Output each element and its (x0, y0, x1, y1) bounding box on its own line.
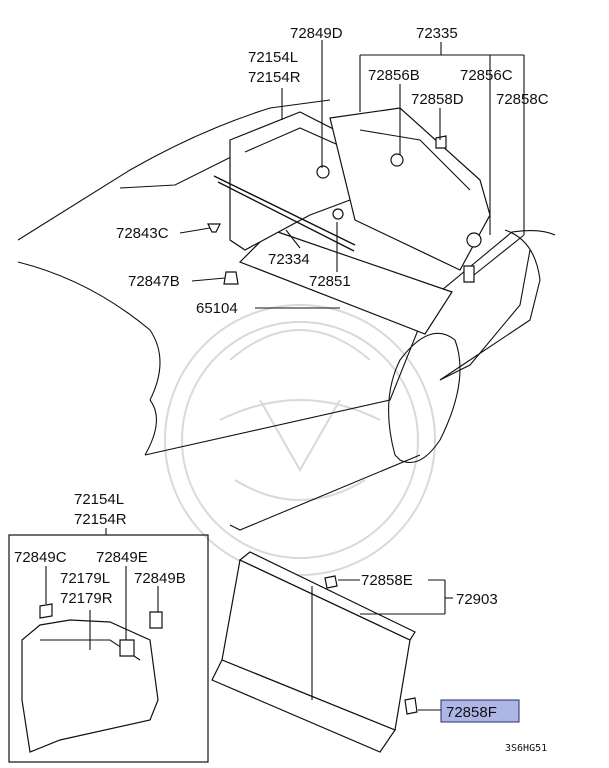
diagram-code: 3S6HG51 (505, 743, 547, 754)
label-72849D: 72849D (290, 25, 343, 42)
weatherstrip (213, 175, 356, 252)
fasteners (207, 135, 482, 285)
label-72154L-top: 72154L (248, 49, 298, 66)
highlight-72858F (440, 699, 520, 723)
label-72847B: 72847B (128, 273, 180, 290)
label-65104: 65104 (196, 300, 238, 317)
label-72154R-bottom: 72154R (74, 511, 127, 528)
inset-trim-panel (21, 566, 163, 753)
label-72334: 72334 (268, 251, 310, 268)
part-labels: 72849D 72335 72154L 72154R 72856B 72856C… (14, 25, 549, 754)
inset-box (8, 528, 209, 763)
right-trim-panel (329, 107, 491, 271)
label-72856B: 72856B (368, 67, 420, 84)
watermark-emblem (164, 304, 436, 576)
car-body-outline (17, 99, 556, 531)
label-72154R-top: 72154R (248, 69, 301, 86)
label-72179R: 72179R (60, 590, 113, 607)
label-72849E: 72849E (96, 549, 148, 566)
label-72858E: 72858E (361, 572, 413, 589)
cargo-cover (211, 551, 418, 753)
left-trim-panel (229, 111, 356, 251)
label-72335: 72335 (416, 25, 458, 42)
label-72154L-bottom: 72154L (74, 491, 124, 508)
label-72903: 72903 (456, 591, 498, 608)
leader-lines-top (179, 40, 525, 309)
label-72179L: 72179L (60, 570, 110, 587)
label-72858C: 72858C (496, 91, 549, 108)
label-72856C: 72856C (460, 67, 513, 84)
label-72843C: 72843C (116, 225, 169, 242)
label-72858D: 72858D (411, 91, 464, 108)
label-72851: 72851 (309, 273, 351, 290)
label-72849C: 72849C (14, 549, 67, 566)
label-72858F: 72858F (446, 704, 497, 721)
leader-lines-bottom (338, 579, 453, 711)
label-72849B: 72849B (134, 570, 186, 587)
